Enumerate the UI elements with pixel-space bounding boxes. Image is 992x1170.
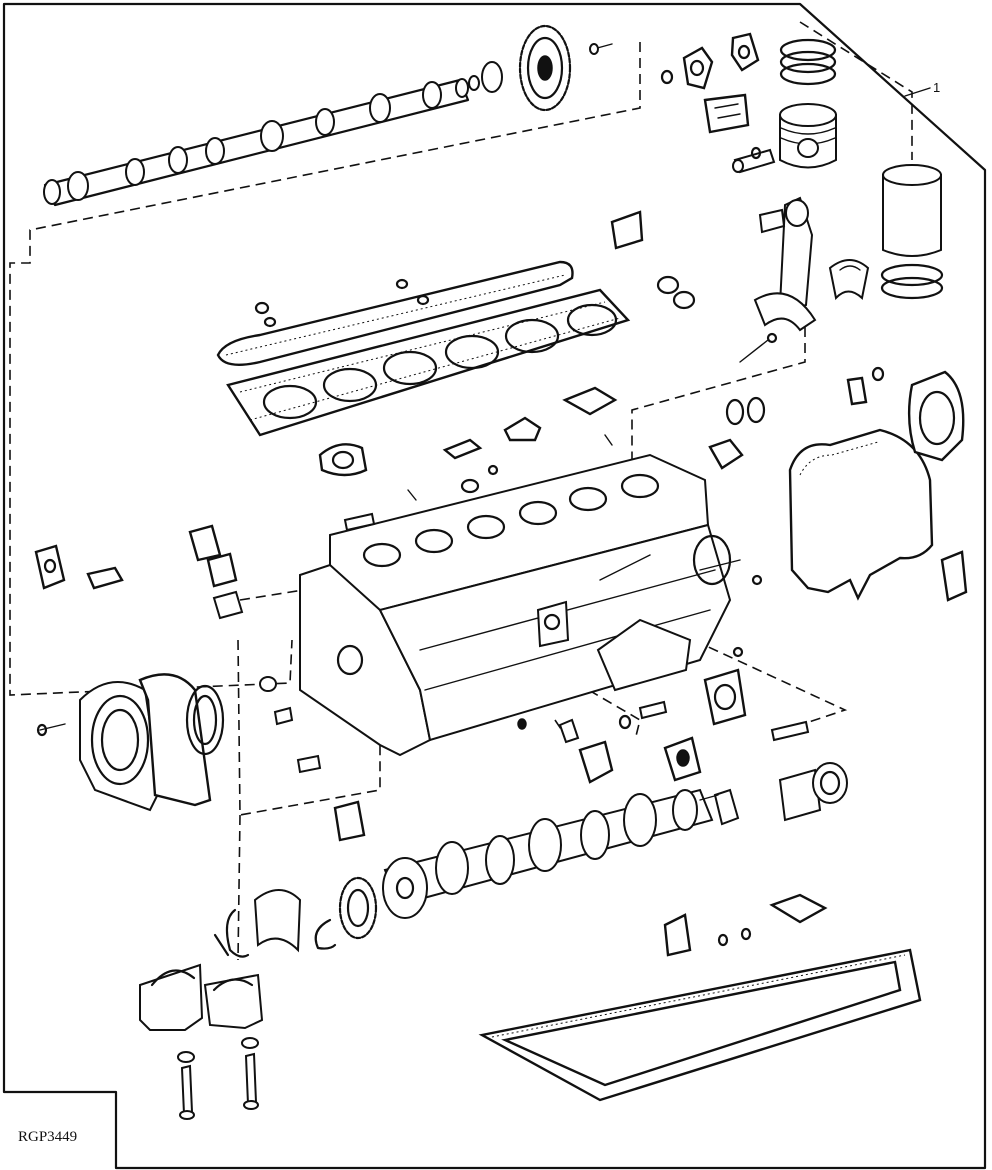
- engine-block: [299, 453, 741, 757]
- oil-pump-parts: [578, 668, 848, 826]
- studs-and-plugs: [343, 434, 810, 744]
- callout-1-label: 1: [933, 80, 940, 95]
- timing-cover-gasket: [788, 370, 968, 602]
- camshaft: [43, 78, 470, 207]
- lower-small-gaskets: [333, 800, 828, 957]
- piston-assembly: [732, 38, 837, 174]
- rod-bearing-shells: [828, 259, 870, 301]
- cylinder-liner: [880, 164, 944, 300]
- top-right-small-parts: [660, 32, 760, 134]
- crank-gear: [213, 876, 378, 958]
- camshaft-gear: [468, 24, 613, 112]
- main-bearing-caps: [139, 963, 264, 1120]
- valve-cover-gasket: [216, 260, 574, 366]
- assembly-leader-lines: [9, 21, 913, 961]
- crankshaft: [382, 788, 719, 919]
- callout-1-leader: [904, 87, 931, 97]
- head-gasket: [226, 288, 631, 437]
- oil-pan-gasket: [478, 948, 922, 1102]
- left-side-gaskets: [34, 524, 294, 726]
- o-rings: [656, 275, 766, 426]
- drawing-code: RGP3449: [18, 1129, 77, 1145]
- rear-seal-housing: [36, 673, 322, 812]
- thermostat-gaskets: [318, 210, 885, 477]
- connecting-rod: [739, 196, 817, 363]
